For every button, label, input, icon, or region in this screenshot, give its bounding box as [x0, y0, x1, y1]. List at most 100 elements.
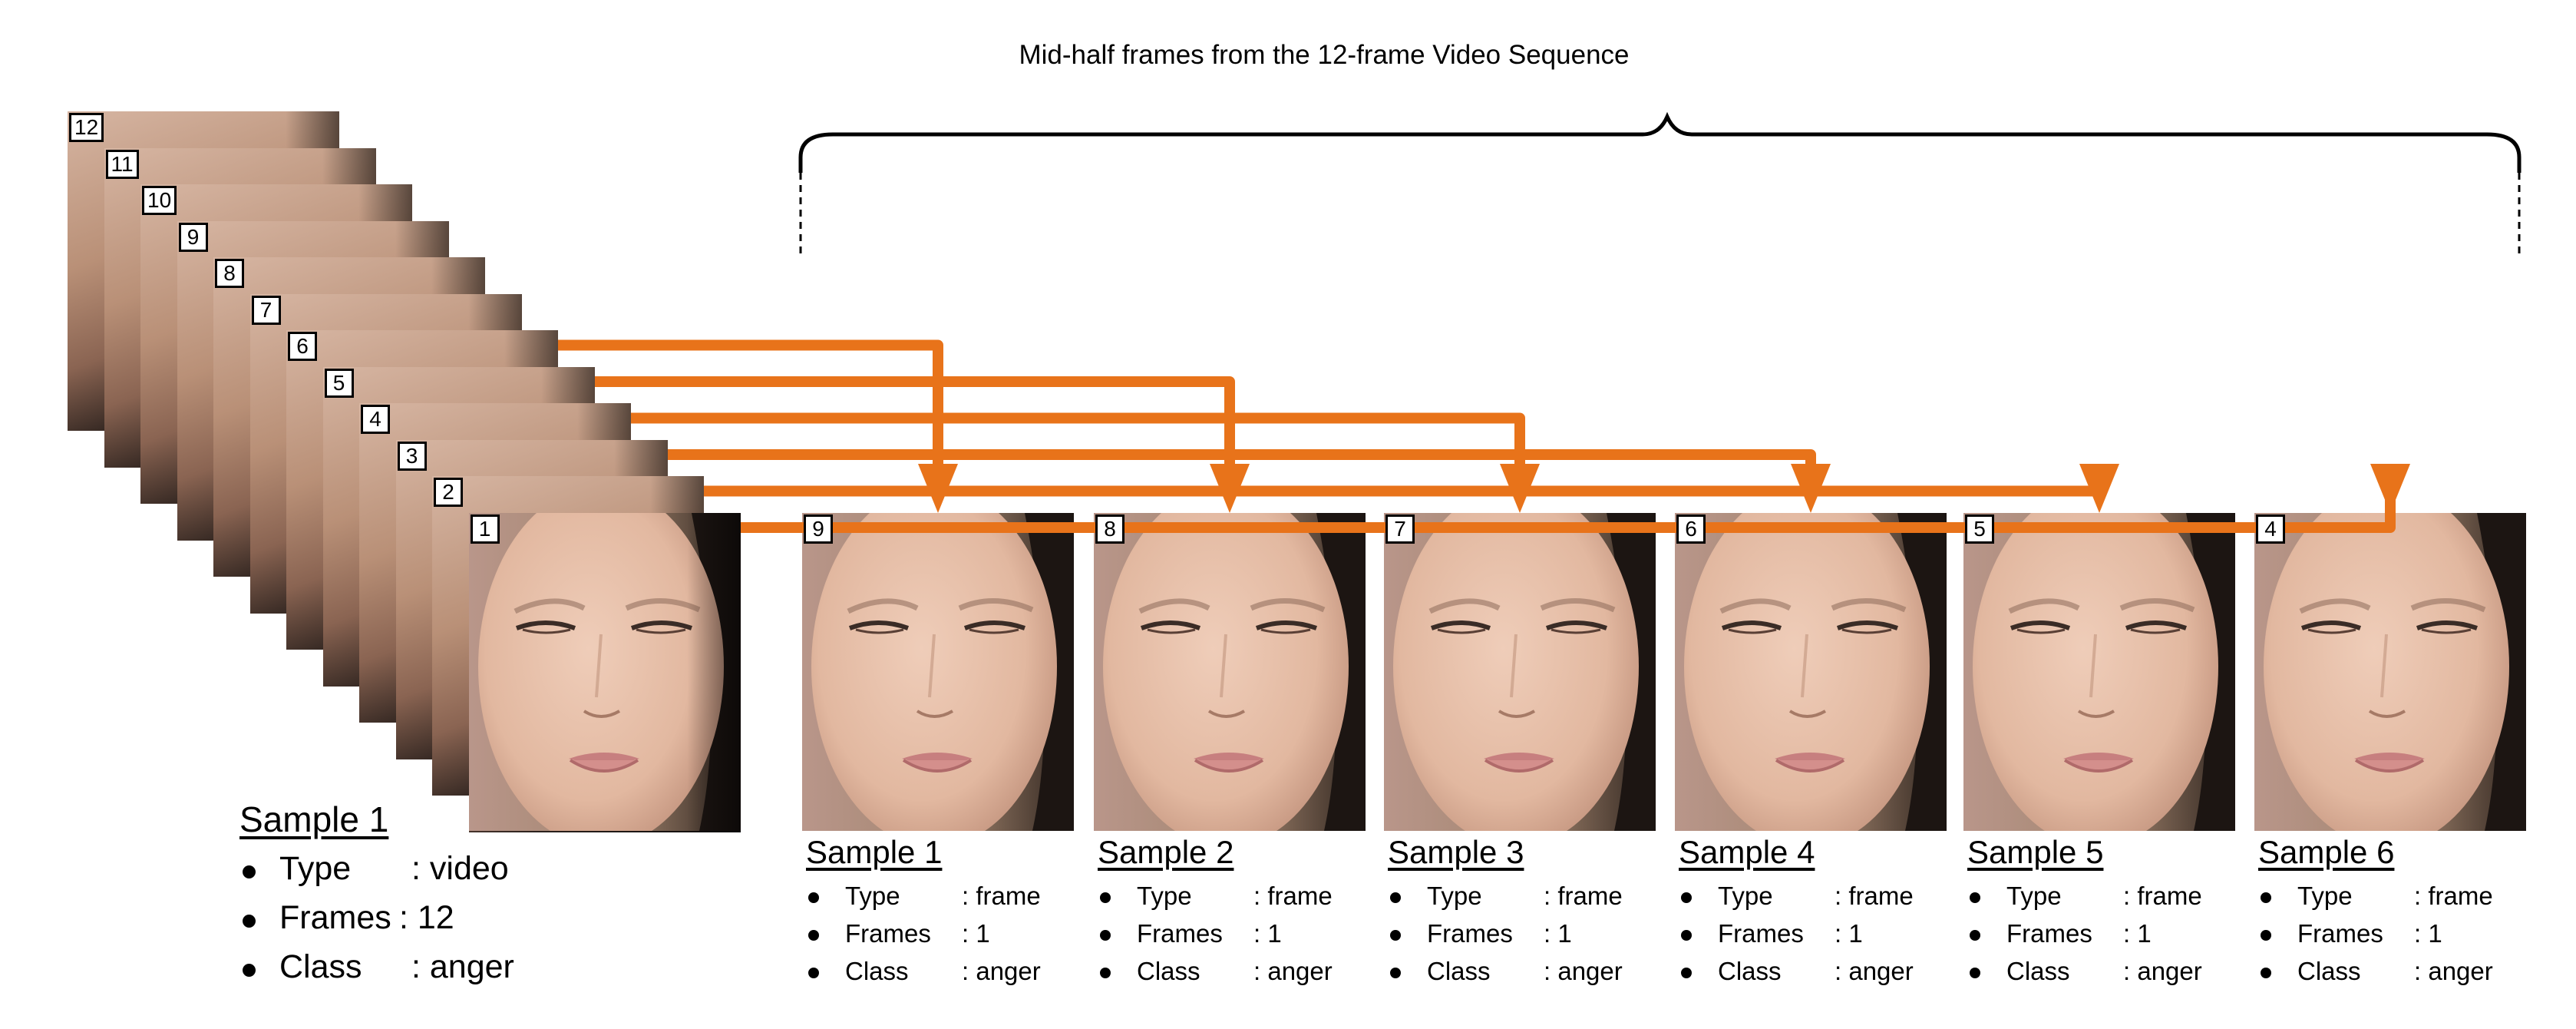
stack-frame — [468, 512, 741, 832]
frame-prop-value: : frame — [1835, 882, 1914, 910]
frame-prop-key: Type — [2297, 882, 2353, 910]
bullet-icon — [1100, 892, 1111, 903]
bullet-icon — [808, 892, 819, 903]
frame-prop-value: : anger — [2123, 957, 2202, 985]
frame-sample-title: Sample 6 — [2258, 834, 2395, 870]
bullet-icon — [1390, 930, 1401, 941]
frame-prop-value: : 1 — [1835, 919, 1863, 948]
frame-number-badge: 8 — [1095, 514, 1125, 544]
frame-prop-value: : anger — [1253, 957, 1333, 985]
frame-prop-value: : 1 — [1253, 919, 1282, 948]
selection-arrow-line — [485, 376, 1235, 468]
video-prop-key: Class — [279, 948, 362, 985]
frame-prop-key: Frames — [2297, 919, 2383, 948]
bullet-icon — [1970, 968, 1980, 978]
video-prop-key: Type — [279, 850, 352, 887]
extracted-frame-image — [1384, 513, 1656, 831]
bullet-icon — [243, 964, 256, 977]
frame-number-badge: 8 — [215, 259, 244, 288]
video-prop-value: : 12 — [399, 899, 454, 936]
frame-prop-value: : anger — [962, 957, 1041, 985]
frame-prop-key: Type — [1137, 882, 1192, 910]
bullet-icon — [1970, 892, 1980, 903]
frame-number-badge: 12 — [69, 113, 104, 142]
frame-number-badge: 4 — [361, 405, 390, 434]
bullet-icon — [1390, 892, 1401, 903]
bullet-icon — [1970, 930, 1980, 941]
bullet-icon — [1681, 968, 1692, 978]
frame-prop-value: : anger — [2414, 957, 2493, 985]
bullet-icon — [243, 915, 256, 928]
frame-prop-value: : frame — [1544, 882, 1623, 910]
bullet-icon — [2261, 892, 2271, 903]
bullet-icon — [243, 865, 256, 878]
bullet-icon — [1681, 930, 1692, 941]
extracted-frame-image — [1675, 513, 1947, 831]
frame-number-badge: 2 — [434, 478, 463, 507]
frame-number-badge: 5 — [324, 368, 354, 398]
frame-number-badge: 10 — [142, 186, 177, 215]
frame-number-badge: 3 — [397, 441, 427, 471]
extracted-frame-image — [2254, 513, 2526, 831]
frame-number-badge: 1 — [470, 514, 500, 544]
frame-number-badge: 5 — [1965, 514, 1994, 544]
brace-title: Mid-half frames from the 12-frame Video … — [1019, 40, 1630, 70]
frame-prop-key: Frames — [1137, 919, 1223, 948]
bullet-icon — [1681, 892, 1692, 903]
frame-prop-key: Type — [845, 882, 900, 910]
frame-selection-arrows — [448, 339, 2410, 533]
bullet-icon — [2261, 968, 2271, 978]
frame-number-badge: 9 — [804, 514, 833, 544]
bullet-icon — [808, 968, 819, 978]
selection-arrow-head — [2370, 464, 2410, 513]
bullet-icon — [1390, 968, 1401, 978]
frame-prop-value: : frame — [1253, 882, 1333, 910]
extracted-frame-image — [1094, 513, 1366, 831]
frame-prop-value: : 1 — [962, 919, 990, 948]
frame-prop-value: : 1 — [2414, 919, 2442, 948]
bullet-icon — [1100, 930, 1111, 941]
selection-arrow-line — [521, 412, 1525, 468]
frame-prop-key: Frames — [2006, 919, 2092, 948]
frame-sample-title: Sample 5 — [1967, 834, 2104, 870]
frame-prop-value: : 1 — [1544, 919, 1572, 948]
frame-prop-key: Type — [1427, 882, 1482, 910]
frame-prop-key: Frames — [845, 919, 931, 948]
bullet-icon — [1100, 968, 1111, 978]
bullet-icon — [808, 930, 819, 941]
frame-number-badge: 7 — [251, 295, 281, 325]
selection-arrow-line — [594, 468, 2105, 497]
frame-prop-value: : anger — [1544, 957, 1623, 985]
brace — [798, 111, 2522, 173]
frame-number-badge: 9 — [178, 222, 208, 252]
frame-sample-title: Sample 3 — [1388, 834, 1524, 870]
extracted-frame-image — [802, 513, 1074, 831]
frame-prop-key: Class — [845, 957, 909, 985]
frame-prop-key: Class — [1427, 957, 1491, 985]
frame-number-badge: 6 — [1676, 514, 1706, 544]
frame-prop-value: : frame — [962, 882, 1041, 910]
frame-number-badge: 6 — [288, 332, 317, 361]
frame-prop-value: : frame — [2123, 882, 2202, 910]
selection-arrow-line — [558, 449, 1816, 468]
frame-prop-key: Class — [1718, 957, 1782, 985]
frame-number-badge: 11 — [105, 149, 139, 179]
frame-prop-value: : 1 — [2123, 919, 2152, 948]
selection-arrow-head — [2079, 464, 2119, 513]
frame-prop-key: Type — [1718, 882, 1773, 910]
frame-prop-value: : frame — [2414, 882, 2493, 910]
frame-sample-title: Sample 2 — [1098, 834, 1234, 870]
frame-prop-value: : anger — [1835, 957, 1914, 985]
selection-arrow-line — [448, 339, 943, 468]
frame-prop-key: Class — [2006, 957, 2070, 985]
frame-number-badge: 4 — [2256, 514, 2285, 544]
video-prop-key: Frames — [279, 899, 391, 936]
frame-prop-key: Class — [1137, 957, 1200, 985]
frame-number-badge: 7 — [1385, 514, 1415, 544]
frame-prop-key: Frames — [1718, 919, 1804, 948]
frame-sample-title: Sample 1 — [806, 834, 943, 870]
frame-sample-title: Sample 4 — [1679, 834, 1815, 870]
